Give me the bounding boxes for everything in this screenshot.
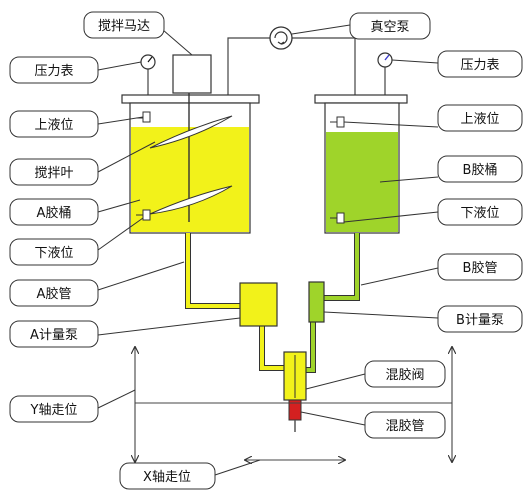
leader-lines <box>97 24 439 476</box>
vacuum-pump <box>269 26 293 50</box>
lower-level-sensor-right <box>336 212 345 224</box>
label-tank-b: B胶桶 <box>437 155 523 183</box>
impeller-blade-upper <box>149 115 233 149</box>
tank-a <box>121 93 260 234</box>
upper-level-sensor-right <box>336 116 345 128</box>
svg-text:B胶桶: B胶桶 <box>463 162 498 178</box>
svg-text:A胶管: A胶管 <box>37 286 72 302</box>
label-hose-b: B胶管 <box>437 253 523 281</box>
svg-text:上液位: 上液位 <box>460 112 499 127</box>
svg-text:真空泵: 真空泵 <box>370 20 409 35</box>
svg-text:压力表: 压力表 <box>34 64 73 79</box>
impeller-blade-lower <box>149 185 233 215</box>
label-mixer-motor: 搅拌马达 <box>83 11 165 39</box>
hose-b <box>306 233 360 373</box>
pressure-gauge-right <box>377 52 393 68</box>
label-lower-level-left: 下液位 <box>9 238 99 266</box>
label-upper-level-right: 上液位 <box>437 104 523 132</box>
svg-text:B计量泵: B计量泵 <box>456 313 504 328</box>
label-mix-tube: 混胶管 <box>364 411 446 439</box>
label-y-axis: Y轴走位 <box>9 395 99 423</box>
label-tank-a: A胶桶 <box>9 198 99 226</box>
svg-text:混胶阀: 混胶阀 <box>385 367 424 383</box>
label-lower-level-right: 下液位 <box>437 198 523 226</box>
svg-text:A胶桶: A胶桶 <box>37 205 72 221</box>
hose-a <box>185 233 284 371</box>
lower-level-sensor-left <box>142 209 151 221</box>
label-meter-pump-a: A计量泵 <box>9 320 99 348</box>
label-pressure-gauge-left: 压力表 <box>9 56 99 84</box>
svg-text:A计量泵: A计量泵 <box>30 328 78 343</box>
svg-text:X轴走位: X轴走位 <box>143 470 191 485</box>
svg-text:下液位: 下液位 <box>34 246 73 261</box>
svg-text:下液位: 下液位 <box>460 206 499 221</box>
label-meter-pump-b: B计量泵 <box>437 305 523 333</box>
tank-b <box>314 94 408 234</box>
meter-pump-a <box>239 282 278 327</box>
svg-text:搅拌马达: 搅拌马达 <box>98 18 150 34</box>
svg-text:上液位: 上液位 <box>34 118 73 133</box>
upper-level-sensor-left <box>142 111 151 123</box>
label-vacuum-pump: 真空泵 <box>349 12 431 40</box>
svg-text:Y轴走位: Y轴走位 <box>30 403 78 418</box>
label-hose-a: A胶管 <box>9 279 99 307</box>
pressure-gauge-left <box>140 54 156 70</box>
svg-text:压力表: 压力表 <box>460 58 499 73</box>
label-x-axis: X轴走位 <box>119 462 216 490</box>
meter-pump-b <box>308 281 325 323</box>
mixer-motor-box <box>172 54 212 94</box>
label-upper-level-left: 上液位 <box>9 110 99 138</box>
label-pressure-gauge-right: 压力表 <box>437 50 523 78</box>
svg-text:搅拌叶: 搅拌叶 <box>34 165 73 181</box>
y-axis-travel <box>135 347 452 462</box>
label-mix-valve: 混胶阀 <box>364 360 446 388</box>
svg-text:混胶管: 混胶管 <box>385 418 424 434</box>
svg-text:B胶管: B胶管 <box>463 260 498 276</box>
label-impeller: 搅拌叶 <box>9 158 99 186</box>
